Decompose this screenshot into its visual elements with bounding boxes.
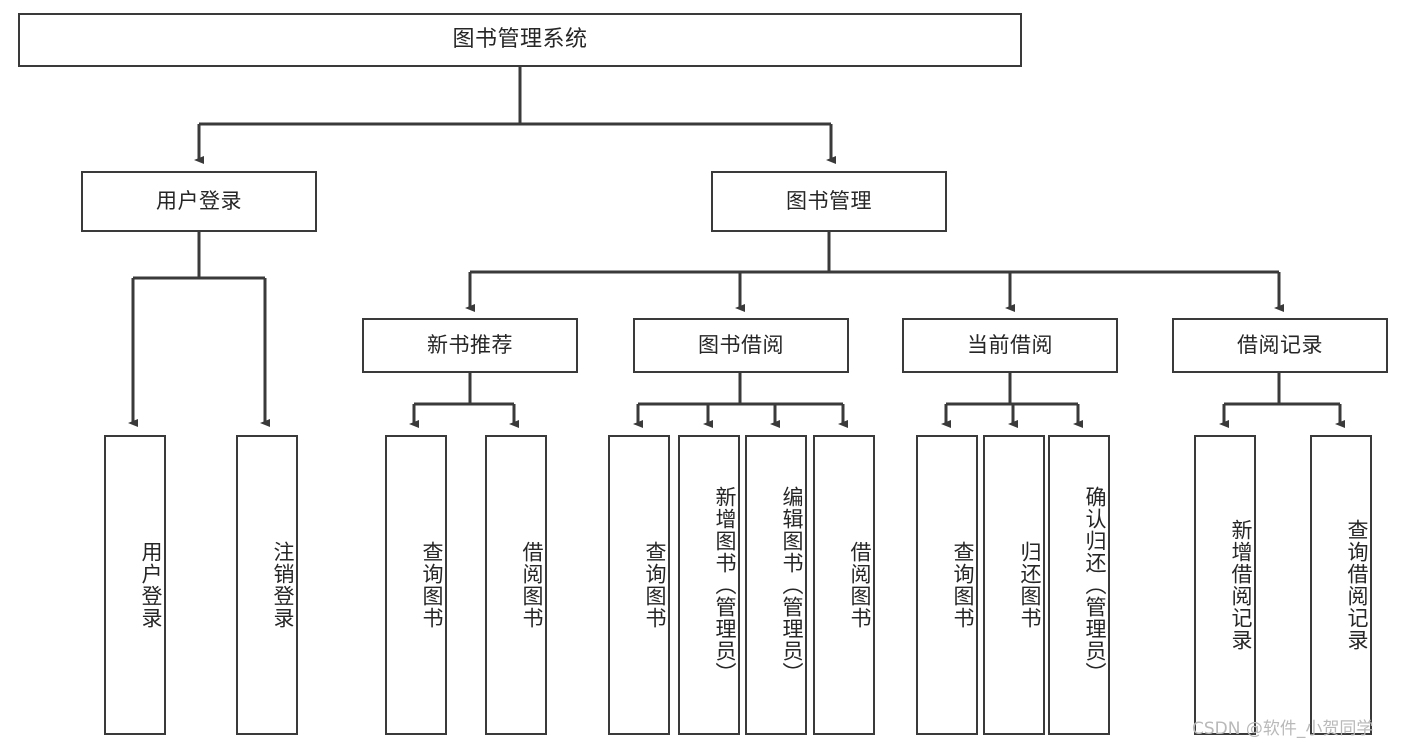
leaf-book-borrow-add[interactable]: 新增图书（管理员） <box>678 435 740 735</box>
leaf-borrow-record-add[interactable]: 新增借阅记录 <box>1194 435 1256 735</box>
leaf-user-login-login[interactable]: 用户登录 <box>104 435 166 735</box>
leaf-current-borrow-query[interactable]: 查询图书 <box>916 435 978 735</box>
leaf-current-borrow-confirm-return[interactable]: 确认归还（管理员） <box>1048 435 1110 735</box>
leaf-book-borrow-query[interactable]: 查询图书 <box>608 435 670 735</box>
leaf-current-borrow-return[interactable]: 归还图书 <box>983 435 1045 735</box>
node-current-borrow[interactable]: 当前借阅 <box>902 318 1118 373</box>
leaf-new-book-borrow[interactable]: 借阅图书 <box>485 435 547 735</box>
node-book-borrow[interactable]: 图书借阅 <box>633 318 849 373</box>
node-borrow-record[interactable]: 借阅记录 <box>1172 318 1388 373</box>
node-book-management[interactable]: 图书管理 <box>711 171 947 232</box>
leaf-user-login-logout[interactable]: 注销登录 <box>236 435 298 735</box>
leaf-new-book-query[interactable]: 查询图书 <box>385 435 447 735</box>
node-new-book-recommend[interactable]: 新书推荐 <box>362 318 578 373</box>
node-root-system[interactable]: 图书管理系统 <box>18 13 1022 67</box>
leaf-book-borrow-edit[interactable]: 编辑图书（管理员） <box>745 435 807 735</box>
leaf-book-borrow-borrow[interactable]: 借阅图书 <box>813 435 875 735</box>
csdn-watermark: CSDN @软件_小贺同学 <box>1192 719 1374 739</box>
leaf-borrow-record-query[interactable]: 查询借阅记录 <box>1310 435 1372 735</box>
node-user-login[interactable]: 用户登录 <box>81 171 317 232</box>
